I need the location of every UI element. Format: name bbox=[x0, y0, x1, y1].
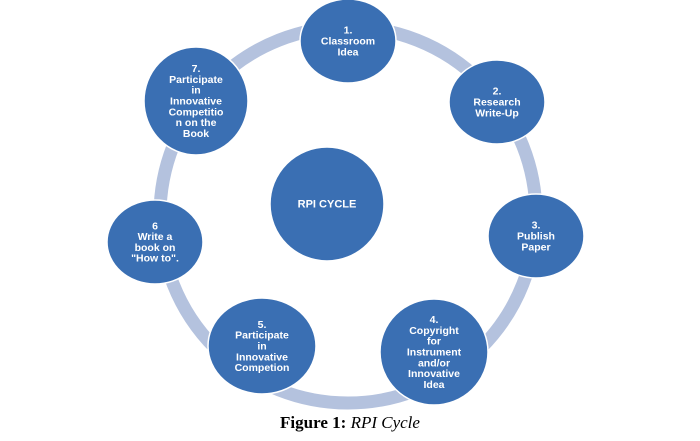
cycle-node-1-line: 1. bbox=[344, 25, 353, 37]
cycle-node-1-line: Classroom bbox=[321, 36, 375, 48]
center-node: RPI CYCLE bbox=[269, 146, 385, 262]
cycle-node-6-line: book on bbox=[135, 242, 176, 254]
cycle-node-2-line: Research bbox=[473, 97, 520, 109]
cycle-node-4-line: Innovative bbox=[408, 368, 460, 380]
cycle-node-7-line: Participate bbox=[169, 74, 223, 86]
cycle-node-1-line: Idea bbox=[337, 46, 358, 58]
cycle-node-7-line: 7. bbox=[192, 63, 201, 75]
figure-caption: Figure 1: RPI Cycle bbox=[0, 413, 700, 433]
cycle-node-5-line: Competion bbox=[235, 362, 290, 374]
cycle-node-3-line: Paper bbox=[521, 241, 550, 253]
cycle-node-4-line: Idea bbox=[423, 379, 444, 391]
cycle-node-4-line: Copyright bbox=[409, 325, 459, 337]
caption-label: Figure 1: bbox=[280, 413, 347, 432]
cycle-node-5-line: Participate bbox=[235, 330, 289, 342]
cycle-node-6-line: 6 bbox=[152, 220, 158, 232]
cycle-node-3-circle bbox=[487, 193, 585, 279]
cycle-node-2-line: 2. bbox=[493, 86, 502, 98]
cycle-node-5-line: in bbox=[257, 341, 266, 353]
cycle-node-7-circle bbox=[143, 46, 249, 156]
cycle-node-5-line: 5. bbox=[258, 319, 267, 331]
cycle-node-2-circle bbox=[448, 59, 546, 145]
cycle-node-7-line: n on the bbox=[176, 117, 217, 129]
center-node-rpi-cycle-line: RPI CYCLE bbox=[298, 199, 357, 211]
cycle-node-4-line: Instrument bbox=[407, 347, 462, 359]
cycle-node-6-line: "How to". bbox=[131, 253, 179, 265]
caption-title: RPI Cycle bbox=[350, 413, 420, 432]
cycle-node-5-circle bbox=[207, 297, 317, 395]
center-node-rpi-cycle-label: RPI CYCLE bbox=[298, 199, 357, 211]
cycle-node-7-line: Book bbox=[183, 128, 209, 140]
cycle-node-7-line: Competitio bbox=[169, 106, 224, 118]
cycle-node-1-circle bbox=[299, 0, 397, 84]
cycle-node-7-line: Innovative bbox=[170, 96, 222, 108]
cycle-node-3-line: 3. bbox=[532, 220, 541, 232]
cycle-node-6-line: Write a bbox=[138, 231, 173, 243]
cycle-node-4-circle bbox=[379, 298, 489, 406]
center-node-rpi-cycle: RPI CYCLE bbox=[269, 146, 385, 262]
center-node-rpi-cycle-circle bbox=[269, 146, 385, 262]
cycle-node-4-line: and/or bbox=[418, 357, 450, 369]
cycle-node-5-line: Innovative bbox=[236, 351, 288, 363]
cycle-node-2-line: Write-Up bbox=[475, 107, 519, 119]
cycle-node-6-circle bbox=[106, 199, 204, 285]
cycle-node-7-line: in bbox=[191, 85, 200, 97]
cycle-node-4-line: for bbox=[427, 336, 441, 348]
cycle-node-4-line: 4. bbox=[430, 314, 439, 326]
cycle-node-3-line: Publish bbox=[517, 231, 555, 243]
